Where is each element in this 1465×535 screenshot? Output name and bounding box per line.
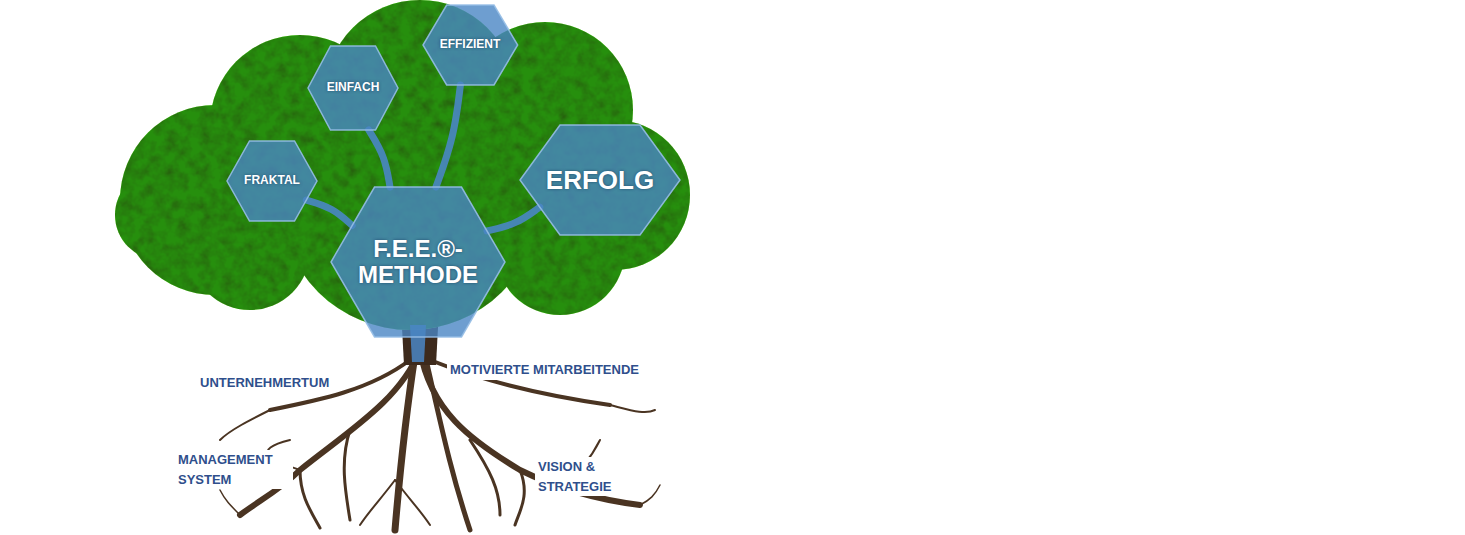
node-body: F.E.E.®- METHODE bbox=[331, 187, 505, 337]
node-text: ERFOLG bbox=[546, 166, 654, 195]
hexagon-node: EFFIZIENT bbox=[423, 5, 518, 85]
root-label: MOTIVIERTE MITARBEITENDE bbox=[447, 360, 642, 380]
blue-branch bbox=[436, 85, 460, 187]
node-text: F.E.E.®- METHODE bbox=[348, 236, 488, 289]
node-body: FRAKTAL bbox=[227, 141, 317, 221]
hexagon-node: ERFOLG bbox=[520, 125, 680, 235]
blue-branch bbox=[487, 207, 540, 231]
root-label: MANAGEMENT SYSTEM bbox=[175, 450, 293, 489]
hexagon-fill bbox=[308, 46, 398, 130]
hexagon-fill bbox=[227, 141, 317, 221]
hexagon-fill bbox=[331, 187, 505, 337]
node-body: EINFACH bbox=[308, 46, 398, 130]
hexagon-fill bbox=[423, 5, 518, 85]
hexagon-node: EINFACH bbox=[308, 46, 398, 130]
node-text: EFFIZIENT bbox=[440, 38, 501, 51]
node-body: EFFIZIENT bbox=[423, 5, 518, 85]
hexagon-fill bbox=[520, 125, 680, 235]
node-text: FRAKTAL bbox=[244, 174, 300, 187]
foliage bbox=[115, 0, 690, 330]
node-text: EINFACH bbox=[327, 81, 380, 94]
hexagon-node: FRAKTAL bbox=[227, 141, 317, 221]
blue-branch bbox=[369, 130, 390, 187]
root-label: UNTERNEHMERTUM bbox=[197, 373, 332, 393]
blue-branch bbox=[306, 200, 352, 225]
root-label: VISION & STRATEGIE bbox=[535, 457, 625, 496]
hexagon-node: F.E.E.®- METHODE bbox=[331, 187, 505, 337]
node-body: ERFOLG bbox=[520, 125, 680, 235]
